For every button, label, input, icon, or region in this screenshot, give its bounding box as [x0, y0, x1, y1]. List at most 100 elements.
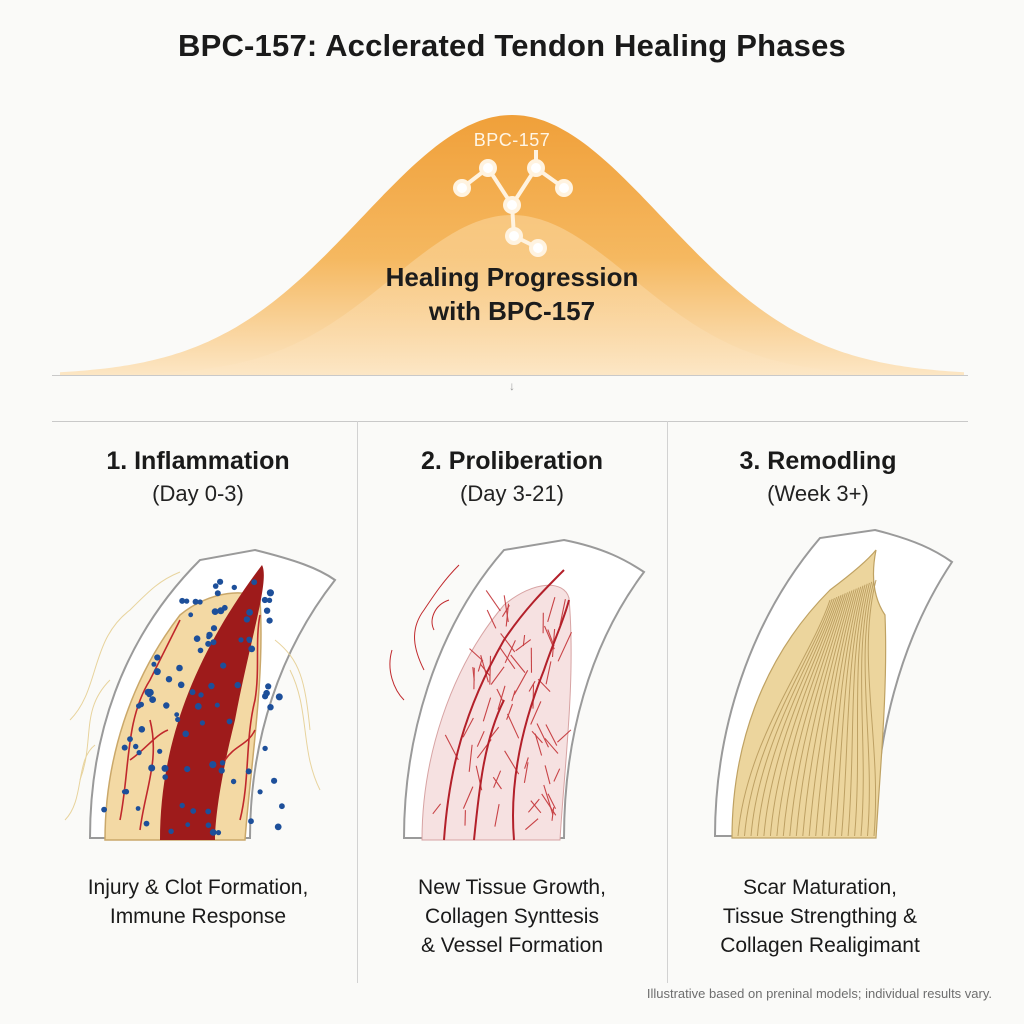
immune-cell	[210, 625, 218, 632]
tendon-core	[421, 584, 572, 841]
column-divider-2	[667, 421, 668, 983]
immune-cell	[193, 635, 201, 642]
immune-cell	[266, 597, 273, 603]
capillary	[530, 701, 542, 725]
proliferation-tendon-illustration	[389, 538, 646, 841]
immune-cell	[209, 761, 217, 769]
phase-3-header: 3. Remodling (Week 3+)	[668, 444, 968, 510]
capillary	[513, 670, 529, 695]
immune-cell	[211, 608, 219, 615]
collagen-fiber	[828, 586, 862, 837]
collagen-fiber	[795, 591, 851, 837]
phase-2-days: (Day 3-21)	[460, 481, 564, 506]
immune-cell	[246, 636, 252, 643]
capillary	[536, 723, 549, 748]
immune-cell	[219, 760, 226, 766]
collagen-fiber	[756, 596, 838, 837]
capillary	[501, 605, 510, 617]
immune-cell	[265, 683, 272, 690]
collagen-fiber	[841, 584, 866, 837]
immune-cell	[123, 788, 130, 795]
immune-cell	[206, 634, 212, 640]
immune-cell	[197, 647, 204, 654]
immune-cell	[245, 768, 252, 775]
curve-label-line2: with BPC-157	[428, 296, 596, 326]
immune-cell	[251, 579, 258, 586]
collagen-fibers	[737, 579, 877, 837]
immune-cell	[231, 584, 237, 591]
capillary	[545, 661, 552, 685]
immune-cell	[192, 598, 199, 605]
immune-cell	[205, 808, 212, 815]
immune-cell	[230, 778, 237, 785]
immune-cell	[205, 640, 212, 647]
capillary	[490, 666, 505, 685]
immune-cell	[157, 748, 163, 754]
capillary	[476, 730, 485, 747]
immune-cell	[221, 604, 228, 611]
capillary	[543, 784, 554, 815]
immune-cell	[267, 704, 274, 711]
immune-cell	[205, 822, 212, 828]
collagen-fiber	[744, 598, 833, 837]
immune-cell	[274, 823, 282, 831]
immune-cell	[248, 645, 256, 653]
capillary	[515, 639, 532, 652]
capillary	[494, 803, 500, 827]
capillary	[505, 603, 510, 627]
immune-cell	[226, 718, 233, 725]
immune-cell	[234, 681, 241, 689]
collagen-fiber	[802, 590, 853, 837]
collagen-fiber	[776, 594, 844, 837]
capillary	[524, 757, 529, 769]
immune-cell	[190, 808, 197, 814]
immune-cell	[184, 598, 190, 604]
capillary	[530, 800, 542, 814]
capillary	[432, 803, 442, 815]
collagen-fiber	[847, 583, 868, 837]
immune-cell	[101, 806, 107, 813]
immune-cell	[163, 702, 170, 709]
capillary	[547, 793, 556, 809]
immune-cell	[148, 764, 156, 772]
capillary	[511, 690, 516, 702]
immune-cell	[217, 578, 224, 585]
capillary	[485, 590, 501, 612]
immune-cell	[220, 662, 227, 669]
capillary	[476, 739, 492, 759]
phase-2-desc-line-1: New Tissue Growth,	[418, 876, 606, 899]
collagen-fiber	[763, 596, 840, 837]
immune-cell	[175, 716, 181, 723]
fibrin-strands	[64, 571, 321, 821]
phase-1-description: Injury & Clot Formation, Immune Response	[48, 873, 348, 931]
immune-cell	[198, 692, 204, 698]
capillary	[544, 765, 551, 785]
immune-cell	[263, 689, 270, 697]
phase-3-desc-line-2: Tissue Strengthing &	[722, 905, 918, 928]
phase-3-desc-line-3: Collagen Realigimant	[720, 934, 920, 957]
capillary	[493, 770, 502, 788]
immune-cell	[279, 803, 285, 810]
immune-cell	[194, 703, 202, 710]
immune-cell	[168, 828, 174, 834]
immune-cell	[174, 712, 180, 717]
phase-3-days: (Week 3+)	[767, 481, 869, 506]
page-title: BPC-157: Acclerated Tendon Healing Phase…	[177, 28, 846, 63]
section-divider	[52, 421, 968, 422]
immune-cell	[263, 607, 271, 614]
phase-3-title: 3. Remodling	[739, 447, 897, 475]
immune-cell	[209, 829, 217, 836]
column-divider-1	[357, 421, 358, 983]
capillary-sprouts	[389, 564, 460, 701]
main-vessels	[443, 569, 570, 841]
immune-cell	[214, 702, 220, 708]
phase-2-title: 2. Proliberation	[421, 447, 603, 475]
capillary	[557, 729, 572, 743]
immune-cell	[214, 590, 221, 597]
footnote: Illustrative based on preninal models; i…	[646, 986, 992, 1001]
capillary	[462, 786, 474, 809]
collagen-fiber	[808, 589, 855, 837]
immune-cell	[185, 822, 191, 828]
collagen-fiber	[860, 581, 873, 837]
phase-2-header: 2. Proliberation (Day 3-21)	[362, 444, 662, 510]
